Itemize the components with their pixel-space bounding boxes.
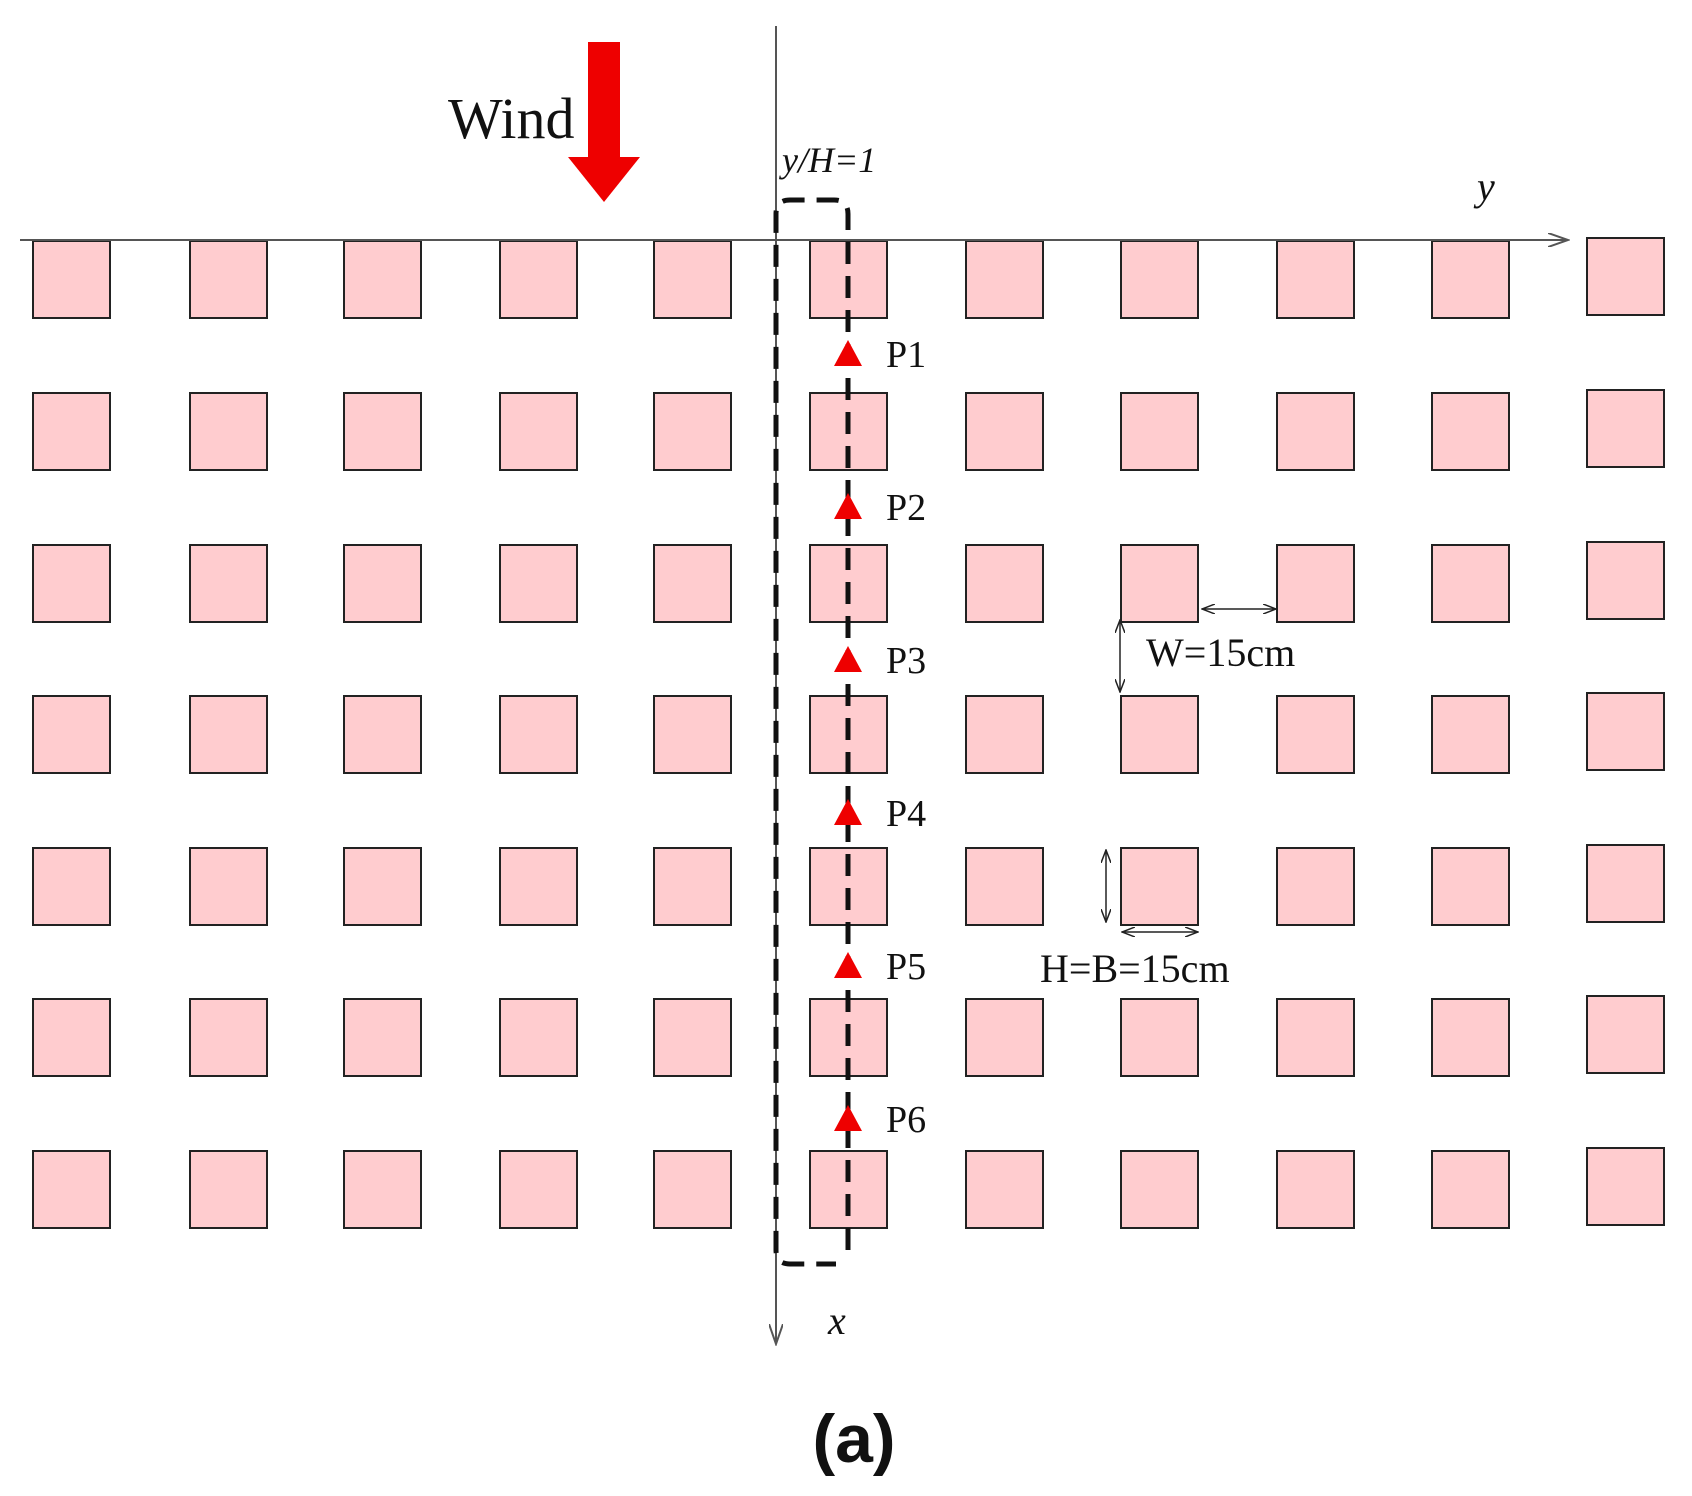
spacing-dimension [1120, 609, 1276, 692]
measurement-point-label: P6 [886, 1099, 926, 1141]
building-block [32, 240, 111, 319]
measurement-point-marker [834, 340, 862, 366]
building-block [1431, 392, 1510, 471]
building-block [1276, 240, 1355, 319]
building-block [32, 1150, 111, 1229]
building-block [1586, 541, 1665, 620]
building-block [1276, 998, 1355, 1077]
building-block [1120, 240, 1199, 319]
measurement-point-label: P1 [886, 334, 926, 376]
measurement-point-label: P2 [886, 487, 926, 529]
building-block [343, 847, 422, 926]
building-block [1120, 998, 1199, 1077]
building-block [32, 847, 111, 926]
measurement-point-label: P3 [886, 640, 926, 682]
building-block [343, 544, 422, 623]
building-block [499, 998, 578, 1077]
spacing-label: W=15cm [1146, 630, 1295, 675]
building-block [1586, 237, 1665, 316]
building-block [653, 1150, 732, 1229]
building-block [189, 1150, 268, 1229]
building-block [189, 240, 268, 319]
building-block [1431, 544, 1510, 623]
building-block [1586, 692, 1665, 771]
measurement-point-marker [834, 646, 862, 672]
building-block [343, 998, 422, 1077]
panel-label: (a) [812, 1401, 895, 1477]
building-block [1431, 1150, 1510, 1229]
building-block [189, 544, 268, 623]
building-block [1276, 695, 1355, 774]
building-block [1120, 392, 1199, 471]
building-block [1120, 544, 1199, 623]
measurement-point-marker [834, 493, 862, 519]
building-block [343, 240, 422, 319]
building-block [32, 695, 111, 774]
building-block [1276, 1150, 1355, 1229]
y-axis-label: y [1473, 164, 1495, 209]
measurement-point-label: P4 [886, 793, 926, 835]
building-block [32, 392, 111, 471]
building-block [343, 695, 422, 774]
building-block [1120, 1150, 1199, 1229]
wind-arrow [568, 42, 640, 202]
building-block [343, 1150, 422, 1229]
building-block [1431, 695, 1510, 774]
building-block [965, 240, 1044, 319]
building-block [189, 998, 268, 1077]
building-block [1586, 844, 1665, 923]
line-label: y/H=1 [779, 140, 876, 180]
building-block [653, 695, 732, 774]
building-block [965, 998, 1044, 1077]
wind-label: Wind [448, 86, 575, 151]
building-block [32, 998, 111, 1077]
size-dimension [1106, 850, 1198, 932]
building-block [1431, 847, 1510, 926]
building-block [189, 392, 268, 471]
building-block [653, 392, 732, 471]
building-block [1586, 995, 1665, 1074]
building-block [1276, 544, 1355, 623]
building-block [499, 847, 578, 926]
building-block [1120, 695, 1199, 774]
measurement-point-marker [834, 952, 862, 978]
building-block [189, 695, 268, 774]
building-block [189, 847, 268, 926]
building-block [499, 695, 578, 774]
building-block [965, 544, 1044, 623]
measurement-point-label: P5 [886, 946, 926, 988]
x-axis-label: x [827, 1298, 846, 1343]
building-block [499, 392, 578, 471]
building-block [499, 544, 578, 623]
measurement-point-marker [834, 1105, 862, 1131]
building-block [499, 240, 578, 319]
building-block [653, 847, 732, 926]
building-block [1120, 847, 1199, 926]
building-block [499, 1150, 578, 1229]
building-block [653, 544, 732, 623]
size-label: H=B=15cm [1040, 946, 1230, 991]
building-block [1586, 1147, 1665, 1226]
measurement-point-marker [834, 799, 862, 825]
building-block [343, 392, 422, 471]
building-block [965, 695, 1044, 774]
building-block [1276, 392, 1355, 471]
building-block [1431, 240, 1510, 319]
building-block [1276, 847, 1355, 926]
building-block [1431, 998, 1510, 1077]
building-block [965, 392, 1044, 471]
building-block [965, 1150, 1044, 1229]
building-block [653, 998, 732, 1077]
building-block [32, 544, 111, 623]
building-block [653, 240, 732, 319]
building-block [965, 847, 1044, 926]
building-block [1586, 389, 1665, 468]
